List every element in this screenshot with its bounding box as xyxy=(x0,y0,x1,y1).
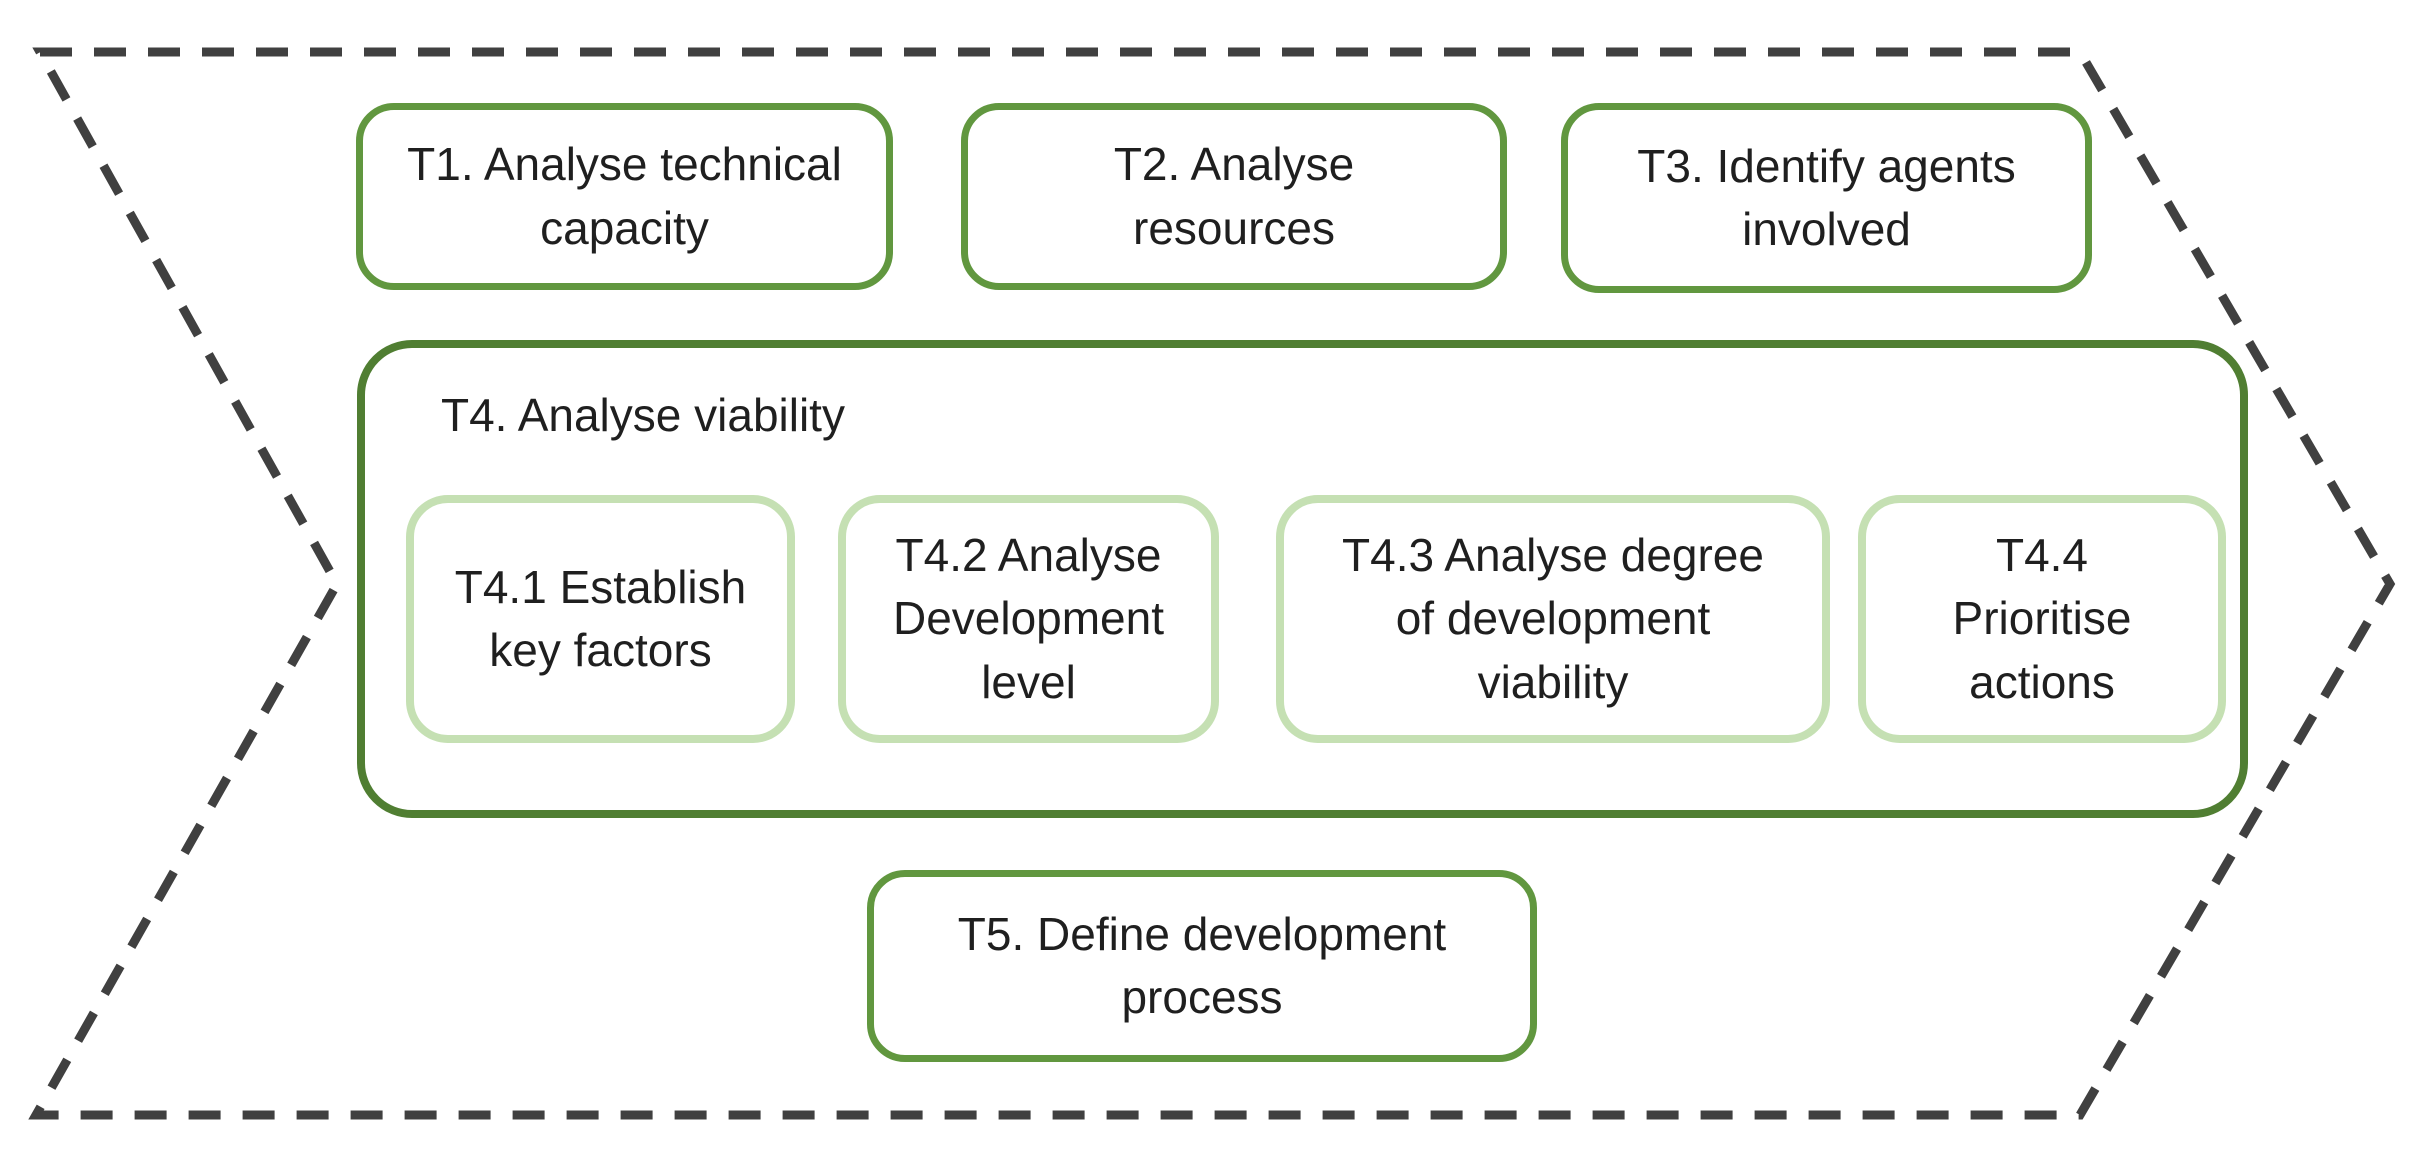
task-box-t5: T5. Define development process xyxy=(867,870,1537,1062)
subtask-box-t4-1: T4.1 Establish key factors xyxy=(406,495,795,743)
task-label-t5: T5. Define development process xyxy=(957,907,1447,1023)
subtask-label-t4-3: T4.3 Analyse degree of development viabi… xyxy=(1342,528,1764,708)
subtask-label-t4-4: T4.4 Prioritise actions xyxy=(1952,528,2132,708)
task-box-t2: T2. Analyse resources xyxy=(961,103,1507,290)
task-label-t3: T3. Identify agents involved xyxy=(1637,139,2016,255)
task-box-t1: T1. Analyse technical capacity xyxy=(356,103,893,290)
task-label-t4: T4. Analyse viability xyxy=(441,389,845,441)
task-container-t4: T4. Analyse viability T4.1 Establish key… xyxy=(357,340,2248,818)
dashed-chevron-outline xyxy=(28,47,2396,1120)
subtask-box-t4-2: T4.2 Analyse Development level xyxy=(838,495,1219,743)
subtask-label-t4-1: T4.1 Establish key factors xyxy=(454,560,747,676)
subtask-box-t4-4: T4.4 Prioritise actions xyxy=(1858,495,2226,743)
task-box-t3: T3. Identify agents involved xyxy=(1561,103,2092,293)
subtask-label-t4-2: T4.2 Analyse Development level xyxy=(892,528,1165,708)
task-label-t2: T2. Analyse resources xyxy=(1113,138,1355,254)
subtask-box-t4-3: T4.3 Analyse degree of development viabi… xyxy=(1276,495,1830,743)
task-label-t1: T1. Analyse technical capacity xyxy=(407,138,842,254)
